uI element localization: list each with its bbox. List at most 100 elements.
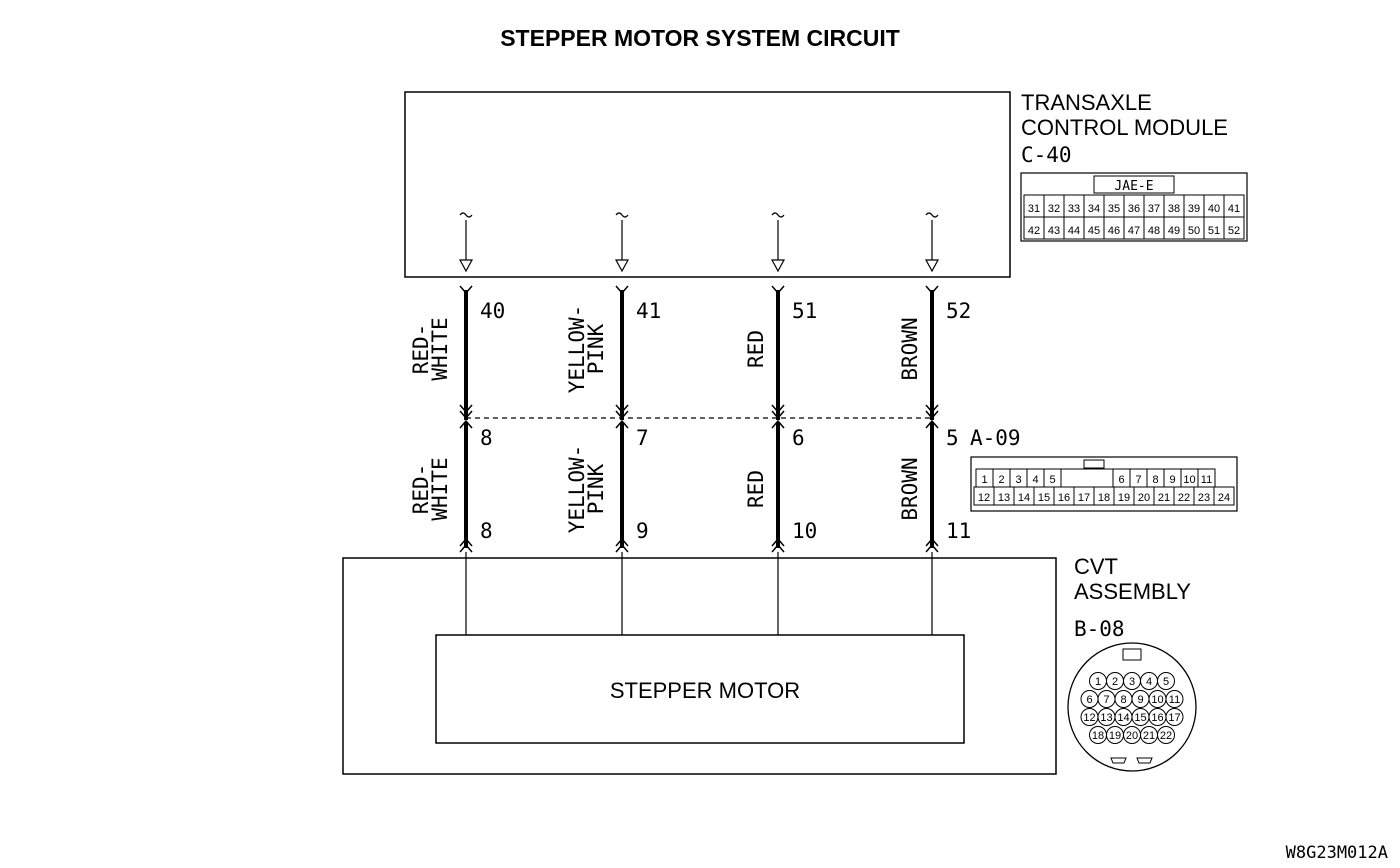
junction-connector-pin: 23 [1198,492,1210,504]
wire-color-label-upper-2: WHITE [428,317,452,380]
junction-connector-pin: 9 [1169,474,1175,486]
junction-pin-number: 8 [480,426,493,450]
cvt-connector-pin: 6 [1086,694,1092,706]
tcm-connector-id: C-40 [1021,143,1072,167]
cvt-connector-pin: 5 [1163,676,1169,688]
junction-connector-pin: 5 [1049,474,1055,486]
cvt-connector-pin: 10 [1151,694,1163,706]
junction-pin-number: 6 [792,426,805,450]
wire-color-label-lower: RED [744,470,768,508]
wire-color-label-upper-1: RED- [409,324,433,375]
tcm-connector-pin: 50 [1188,225,1200,237]
tcm-connector-pin: 43 [1048,225,1060,237]
junction-connector-pin: 16 [1058,492,1070,504]
cvt-connector-pin: 4 [1146,676,1152,688]
cvt-connector-pin: 19 [1109,730,1121,742]
cvt-chevron-icon [925,537,939,553]
tcm-pin-number: 41 [636,299,661,323]
wire-color-label-lower-2: WHITE [428,457,452,520]
tcm-connector-pin: 41 [1228,203,1240,215]
stepper-motor-label: STEPPER MOTOR [610,678,800,703]
junction-connector-pin: 2 [998,474,1004,486]
tcm-connector-pin: 47 [1128,225,1140,237]
terminal-arrow-icon [458,259,474,273]
cvt-name-line2: ASSEMBLY [1074,579,1191,604]
wire-color-label-lower-1: RED- [409,464,433,515]
cvt-connector-pin: 13 [1100,712,1112,724]
junction-chevron-icon [925,404,939,420]
cvt-chevron-icon [771,537,785,553]
cvt-connector-pin: 18 [1092,730,1104,742]
tcm-connector-pin: 49 [1168,225,1180,237]
wire-color-label-upper-2: PINK [584,323,608,374]
cvt-connector-pin: 11 [1169,694,1180,706]
tcm-connector-pin: 35 [1108,203,1120,215]
cvt-connector-pin: 15 [1134,712,1146,724]
junction-connector-pin: 7 [1135,474,1141,486]
junction-connector-pin: 3 [1015,474,1021,486]
junction-connector-pin: 14 [1018,492,1030,504]
stepper-motor-box [435,634,965,744]
tcm-connector-pin: 45 [1088,225,1100,237]
tcm-box [404,91,1011,278]
cvt-connector-pin: 7 [1103,694,1109,706]
tcm-connector-pin: 42 [1028,225,1040,237]
cvt-pin-number: 9 [636,519,649,543]
cvt-connector-pin: 9 [1137,694,1143,706]
junction-pin-number: 7 [636,426,649,450]
tcm-connector-pin: 52 [1228,225,1240,237]
tcm-connector-pin: 34 [1088,203,1100,215]
cvt-connector-pin: 12 [1083,712,1095,724]
tcm-connector-pin: 48 [1148,225,1160,237]
junction-chevron-icon [771,404,785,420]
cvt-pin-circle [1157,726,1175,744]
wire-color-label-upper-1: YELLOW- [565,305,589,394]
junction-connector-pin: 10 [1183,474,1195,486]
junction-connector-pin: 11 [1201,474,1212,486]
junction-connector-pin: 12 [978,492,990,504]
cvt-pin-circle [1157,672,1175,690]
junction-chevron-icon [459,419,473,429]
junction-chevron-icon [615,404,629,420]
cvt-connector-pin: 8 [1120,694,1126,706]
cvt-pin-number: 11 [946,519,971,543]
cvt-connector-id: B-08 [1074,617,1125,641]
junction-chevron-icon [925,419,939,429]
junction-pin-5-label: 5 [946,426,959,450]
cvt-name-line1: CVT [1074,554,1118,579]
diagram-title: STEPPER MOTOR SYSTEM CIRCUIT [500,25,900,51]
tcm-connector-pin: 38 [1168,203,1180,215]
cvt-pin-number: 8 [480,519,493,543]
cvt-connector-pin: 17 [1168,712,1180,724]
tcm-name-line1: TRANSAXLE [1021,90,1152,115]
signal-tilde-icon [771,212,785,218]
tcm-connector-pin: 40 [1208,203,1220,215]
signal-tilde-icon [925,212,939,218]
cvt-connector-pin: 2 [1112,676,1118,688]
junction-connector-pin: 24 [1218,492,1230,504]
cvt-chevron-icon [615,537,629,553]
junction-connector-pin: 1 [981,474,987,486]
wire-color-label-lower-1: YELLOW- [565,445,589,534]
wire-color-label-upper: BROWN [898,317,922,380]
junction-connector-pin: 13 [998,492,1010,504]
tcm-connector-pin: 31 [1028,203,1040,215]
tcm-connector-pin: 39 [1188,203,1200,215]
cvt-connector-pin: 3 [1129,676,1135,688]
junction-connector-pin: 6 [1118,474,1124,486]
junction-connector-pin: 22 [1178,492,1190,504]
cvt-chevron-icon [459,537,473,553]
tcm-pin-number: 40 [480,299,505,323]
wire-color-label-upper: RED [744,330,768,368]
junction-connector-pin: 21 [1158,492,1170,504]
tcm-connector-pin: 36 [1128,203,1140,215]
cvt-connector-pin: 1 [1095,676,1101,688]
